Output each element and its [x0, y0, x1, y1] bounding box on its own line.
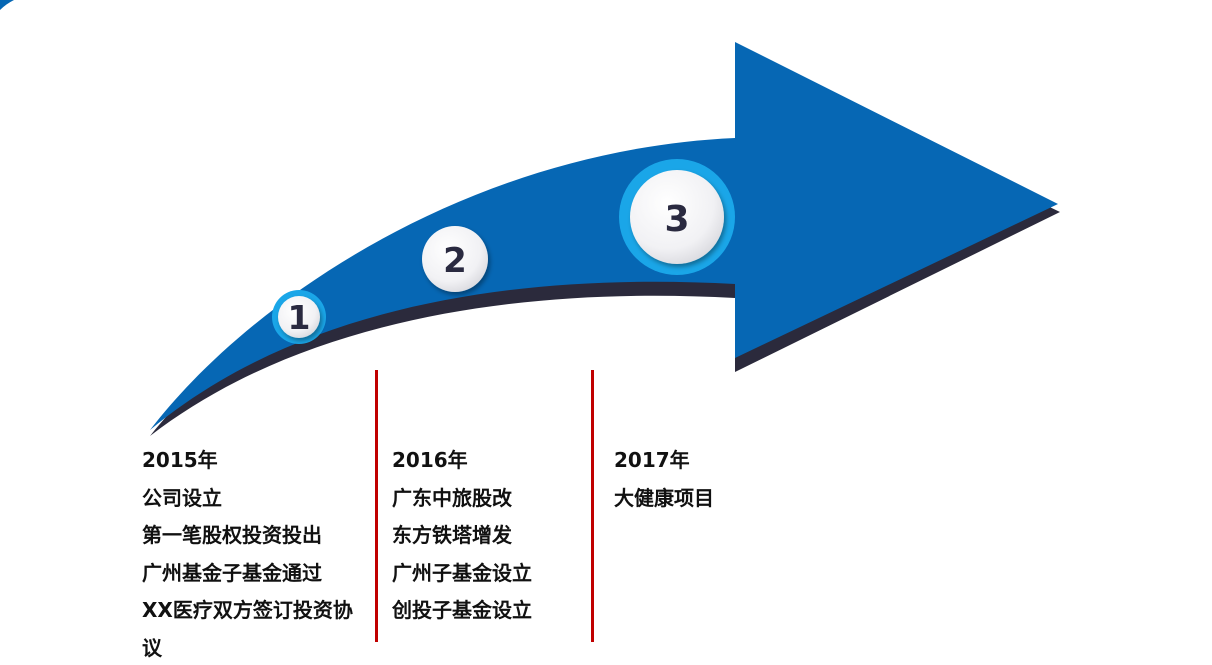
- event-item: 广州基金子基金通过: [142, 560, 322, 585]
- corner-decoration: [0, 0, 14, 10]
- milestone-number-1: 1: [288, 298, 311, 337]
- timeline-column-2016: 2016年 广东中旅股改 东方铁塔增发 广州子基金设立 创投子基金设立: [392, 442, 532, 630]
- event-item: 议: [142, 635, 162, 660]
- year-label: 2016年: [392, 448, 468, 472]
- event-item: 广州子基金设立: [392, 560, 532, 585]
- event-item: 广东中旅股改: [392, 485, 512, 510]
- event-item: 大健康项目: [614, 485, 714, 510]
- event-item: 创投子基金设立: [392, 598, 532, 623]
- arrow-body: [150, 42, 1058, 430]
- event-item: XX医疗双方签订投资协: [142, 598, 353, 623]
- milestone-number-3: 3: [664, 199, 689, 240]
- year-label: 2015年: [142, 448, 218, 472]
- milestone-marker-2: 2: [422, 226, 488, 292]
- timeline-column-2017: 2017年 大健康项目: [614, 442, 714, 517]
- column-divider-2: [591, 370, 594, 642]
- year-label: 2017年: [614, 448, 690, 472]
- event-item: 第一笔股权投资投出: [142, 523, 322, 548]
- event-item: 公司设立: [142, 485, 222, 510]
- timeline-column-2015: 2015年 公司设立 第一笔股权投资投出 广州基金子基金通过 XX医疗双方签订投…: [142, 442, 353, 665]
- milestone-number-2: 2: [443, 241, 467, 281]
- milestone-marker-3: 3: [619, 159, 735, 275]
- milestone-marker-1: 1: [272, 290, 326, 344]
- column-divider-1: [375, 370, 378, 642]
- event-item: 东方铁塔增发: [392, 523, 512, 548]
